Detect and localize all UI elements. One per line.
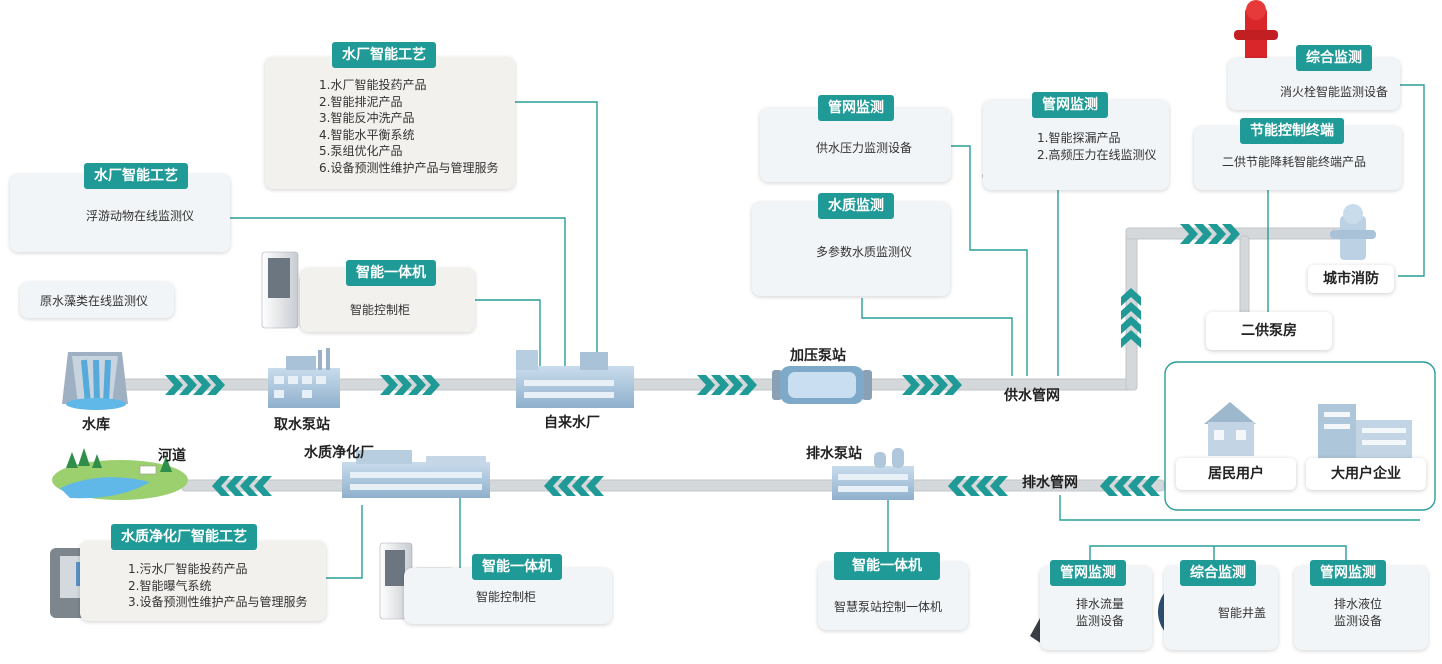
flow-arrows xyxy=(165,224,1240,496)
cabinet-bottom-text: 智能控制柜 xyxy=(476,590,537,604)
level-list: 排水液位 监测设备 xyxy=(1334,596,1382,630)
list-item: 排水液位 xyxy=(1334,597,1383,611)
pressure-tag: 管网监测 xyxy=(818,95,894,121)
hydrant-tag: 综合监测 xyxy=(1296,45,1372,71)
list-item: 排水流量 xyxy=(1076,597,1125,611)
manhole-text: 智能井盖 xyxy=(1218,606,1267,620)
list-item: 2.高频压力在线监测仪 xyxy=(1037,147,1157,162)
hydrant-text: 消火栓智能监测设备 xyxy=(1280,85,1389,99)
list-item: 监测设备 xyxy=(1334,614,1383,628)
algae-card: 原水藻类在线监测仪 xyxy=(20,282,174,318)
energy-text: 二供节能降耗智能终端产品 xyxy=(1222,155,1367,169)
cabinet-top-text: 智能控制柜 xyxy=(350,303,411,317)
residence-illustration xyxy=(1204,402,1256,456)
plant-process-card: 1.水厂智能投药产品 2.智能排泥产品 3.智能反冲洗产品 4.智能水平衡系统 … xyxy=(265,57,515,189)
booster-pump-illustration xyxy=(772,366,872,404)
pressure-text: 供水压力监测设备 xyxy=(816,141,913,155)
list-item: 1.污水厂智能投药产品 xyxy=(128,562,248,576)
node-enterprises: 大用户企业 xyxy=(1306,458,1426,490)
purification-plant-illustration xyxy=(342,450,490,498)
drain-pipe xyxy=(181,479,1165,492)
node-residents: 居民用户 xyxy=(1176,458,1296,490)
node-river: 河道 xyxy=(158,448,186,464)
leak-tag: 管网监测 xyxy=(1032,92,1108,118)
list-item: 1.水厂智能投药产品 xyxy=(319,78,427,92)
node-city-fire: 城市消防 xyxy=(1308,265,1394,293)
river-illustration xyxy=(52,448,188,500)
flow-tag: 管网监测 xyxy=(1050,560,1126,586)
pump-ctrl-text: 智慧泵站控制一体机 xyxy=(834,600,943,614)
drain-pump-illustration xyxy=(832,448,914,500)
list-item: 3.智能反冲洗产品 xyxy=(319,111,415,125)
cabinet-bottom-tag: 智能一体机 xyxy=(472,554,562,580)
leak-list: 1.智能探漏产品 2.高频压力在线监测仪 xyxy=(1037,130,1156,163)
node-booster-pump: 加压泵站 xyxy=(790,348,846,364)
purify-process-list: 1.污水厂智能投药产品 2.智能曝气系统 3.设备预测性维护产品与管理服务 xyxy=(128,561,307,611)
list-item: 2.智能排泥产品 xyxy=(319,94,403,109)
node-reservoir: 水库 xyxy=(82,417,110,433)
quality-text: 多参数水质监测仪 xyxy=(816,245,913,259)
water-plant-illustration xyxy=(516,350,634,408)
intake-pump-illustration xyxy=(268,348,340,408)
list-item: 3.设备预测性维护产品与管理服务 xyxy=(128,595,308,609)
reservoir-illustration xyxy=(62,352,128,410)
node-supply-network: 供水管网 xyxy=(1004,388,1060,404)
plankton-text: 浮游动物在线监测仪 xyxy=(86,209,195,223)
cabinet-top-tag: 智能一体机 xyxy=(346,260,436,286)
manhole-tag: 综合监测 xyxy=(1180,560,1256,586)
level-tag: 管网监测 xyxy=(1310,560,1386,586)
plant-process-tag: 水厂智能工艺 xyxy=(332,42,436,68)
list-item: 4.智能水平衡系统 xyxy=(319,127,415,142)
list-item: 6.设备预测性维护产品与管理服务 xyxy=(319,160,499,175)
flow-list: 排水流量 监测设备 xyxy=(1076,596,1124,630)
list-item: 5.泵组优化产品 xyxy=(319,144,403,158)
plant-process-list: 1.水厂智能投药产品 2.智能排泥产品 3.智能反冲洗产品 4.智能水平衡系统 … xyxy=(319,77,498,176)
node-intake-pump: 取水泵站 xyxy=(274,417,330,433)
pump-ctrl-tag: 智能一体机 xyxy=(834,552,940,580)
node-purification-plant: 水质净化厂 xyxy=(304,445,374,461)
node-drain-pump: 排水泵站 xyxy=(806,446,862,462)
list-item: 2.智能曝气系统 xyxy=(128,578,212,593)
node-drain-network: 排水管网 xyxy=(1022,475,1078,491)
node-water-plant: 自来水厂 xyxy=(544,415,600,431)
energy-tag: 节能控制终端 xyxy=(1240,118,1344,144)
purify-process-tag: 水质净化厂智能工艺 xyxy=(111,524,257,550)
quality-tag: 水质监测 xyxy=(818,193,894,219)
purify-process-card: 1.污水厂智能投药产品 2.智能曝气系统 3.设备预测性维护产品与管理服务 xyxy=(80,541,326,621)
connector-lines xyxy=(230,84,1425,579)
list-item: 监测设备 xyxy=(1076,614,1125,628)
enterprise-illustration xyxy=(1318,404,1412,458)
algae-text: 原水藻类在线监测仪 xyxy=(40,294,149,308)
list-item: 1.智能探漏产品 xyxy=(1037,131,1121,145)
node-secondary-pump-room: 二供泵房 xyxy=(1206,312,1332,350)
fire-hydrant-illustration xyxy=(1330,204,1376,260)
plankton-tag: 水厂智能工艺 xyxy=(84,163,188,189)
